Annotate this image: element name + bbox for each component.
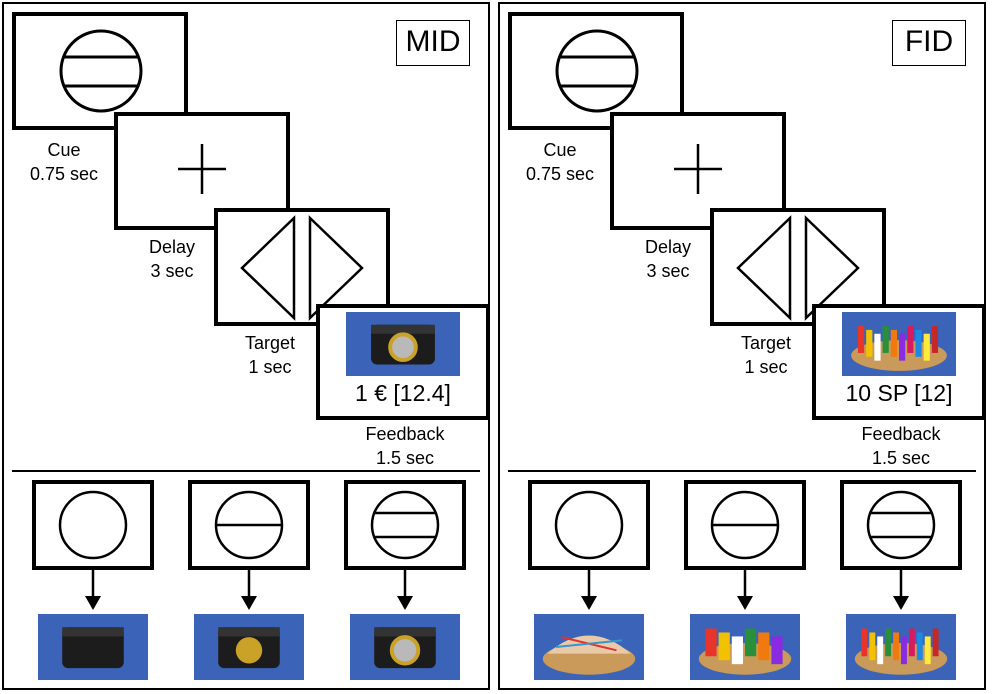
outcome-cue-frame — [528, 480, 650, 570]
section-divider — [12, 470, 480, 472]
outcome-circle-two-lines-icon — [369, 489, 441, 561]
down-arrow-icon — [239, 568, 259, 612]
task-tag: MID — [396, 20, 470, 66]
target-label: Target — [740, 333, 792, 353]
outcome-circle-one-line-icon — [709, 489, 781, 561]
outcome-cue-frame — [840, 480, 962, 570]
outcome-circle-icon — [57, 489, 129, 561]
feedback-frame: 1 € [12.4] — [316, 304, 490, 420]
outcome-cue-frame — [344, 480, 466, 570]
delay-duration: 3 sec — [150, 261, 194, 281]
feedback-duration: 1.5 sec — [375, 448, 435, 468]
delay-frame — [114, 112, 290, 230]
empty-basket-image — [534, 614, 644, 680]
cue-label: Cue — [47, 140, 81, 160]
fixation-cross-icon — [674, 144, 722, 194]
delay-label: Delay — [148, 237, 196, 257]
cue-frame — [508, 12, 684, 130]
target-label: Target — [244, 333, 296, 353]
task-tag: FID — [892, 20, 966, 66]
wallet-with-gold-coin-image — [194, 614, 304, 680]
cue-duration: 0.75 sec — [525, 164, 595, 184]
target-duration: 1 sec — [744, 357, 788, 377]
target-duration: 1 sec — [248, 357, 292, 377]
cue-circle-two-lines-icon — [59, 29, 143, 113]
cue-circle-two-lines-icon — [555, 29, 639, 113]
target-triangles-icon — [240, 215, 364, 321]
down-arrow-icon — [83, 568, 103, 612]
fixation-cross-icon — [178, 144, 226, 194]
snack-basket-image — [842, 312, 956, 376]
empty-wallet-image — [38, 614, 148, 680]
outcome-cue-frame — [684, 480, 806, 570]
feedback-text: 1 € [12.4] — [355, 380, 451, 406]
task-panel-mid: Cue 0.75 sec Delay 3 sec Target 1 sec 1 … — [2, 2, 490, 690]
full-snack-basket-image — [846, 614, 956, 680]
task-panel-fid: Cue 0.75 sec Delay 3 sec Target 1 sec 10… — [498, 2, 986, 690]
feedback-duration: 1.5 sec — [871, 448, 931, 468]
small-snack-basket-image — [690, 614, 800, 680]
cue-label: Cue — [543, 140, 577, 160]
wallet-with-1-euro-coin-image — [350, 614, 460, 680]
feedback-label: Feedback — [365, 424, 445, 444]
down-arrow-icon — [891, 568, 911, 612]
outcome-circle-two-lines-icon — [865, 489, 937, 561]
outcome-circle-icon — [553, 489, 625, 561]
cue-frame — [12, 12, 188, 130]
section-divider — [508, 470, 976, 472]
feedback-text: 10 SP [12] — [845, 380, 953, 406]
target-triangles-icon — [736, 215, 860, 321]
wallet-with-1-euro-coin-image — [346, 312, 460, 376]
feedback-frame: 10 SP [12] — [812, 304, 986, 420]
outcome-cue-frame — [188, 480, 310, 570]
delay-duration: 3 sec — [646, 261, 690, 281]
down-arrow-icon — [735, 568, 755, 612]
outcome-cue-frame — [32, 480, 154, 570]
down-arrow-icon — [579, 568, 599, 612]
feedback-label: Feedback — [861, 424, 941, 444]
cue-duration: 0.75 sec — [29, 164, 99, 184]
delay-label: Delay — [644, 237, 692, 257]
down-arrow-icon — [395, 568, 415, 612]
outcome-circle-one-line-icon — [213, 489, 285, 561]
